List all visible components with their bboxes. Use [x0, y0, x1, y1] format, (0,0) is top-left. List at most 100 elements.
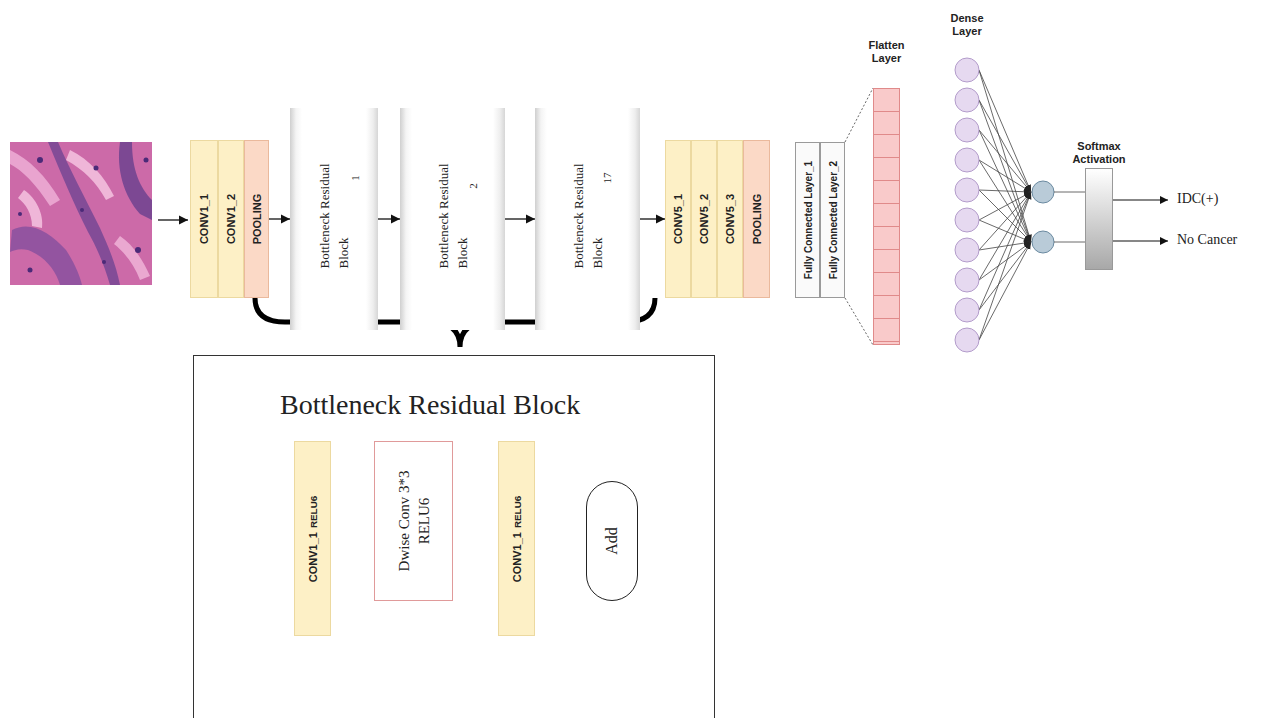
dense-link	[979, 192, 1031, 220]
tissue-patch	[10, 150, 60, 206]
neuron	[955, 238, 979, 262]
flow-arrow	[378, 219, 400, 220]
dense-links	[979, 70, 1031, 340]
nucleus	[94, 166, 99, 171]
output-neuron	[1032, 181, 1054, 203]
dotted-line	[845, 88, 873, 142]
layer-name: CONV1_1	[511, 532, 523, 582]
dense-link	[979, 160, 1031, 192]
layer-name: POOLING	[751, 194, 763, 245]
dense-link	[979, 242, 1031, 250]
block-number: 2	[467, 183, 479, 189]
flatten-layer: Flatten Layer	[873, 88, 900, 345]
histology-image	[10, 142, 152, 285]
block-name: Bottleneck Residual Block	[315, 143, 353, 268]
dense-link	[979, 70, 1031, 242]
dense-link	[979, 242, 1031, 340]
neuron	[955, 178, 979, 202]
layer-name: CONV1_1	[307, 532, 319, 582]
dense-link	[979, 130, 1031, 192]
dense-link	[979, 190, 1031, 192]
neuron	[955, 298, 979, 322]
input-arrow	[158, 219, 188, 220]
block-number: 1	[349, 175, 361, 181]
output-neurons	[1032, 181, 1054, 253]
dense-link	[979, 220, 1031, 242]
dense-link	[979, 192, 1031, 250]
dense-link	[979, 190, 1031, 242]
class-label: IDC(+)	[1177, 191, 1218, 207]
panel-title: Bottleneck Residual Block	[280, 389, 580, 421]
layer-name: CONV5_1	[672, 194, 684, 244]
arrow-line	[378, 218, 400, 219]
nucleus	[37, 157, 43, 163]
block-name: Bottleneck Residual Block	[434, 143, 472, 268]
arrow-line	[269, 218, 290, 219]
activation-name: RELU6	[308, 495, 319, 527]
tissue-streak	[119, 142, 152, 220]
output-neuron	[1032, 231, 1054, 253]
dense-link	[979, 70, 1031, 192]
nucleus	[135, 247, 141, 253]
add-node: Add	[586, 481, 638, 601]
nucleus	[144, 158, 149, 163]
nucleus	[28, 268, 33, 273]
layer-heading: Softmax Activation	[1064, 140, 1134, 166]
operation-name: Add	[603, 527, 621, 555]
tissue-patch	[114, 236, 150, 280]
dotted-projection	[845, 88, 873, 345]
rotated-label: CONV1_1RELU6	[511, 495, 523, 582]
dwise-box: Dwise Conv 3*3 RELU6	[374, 441, 453, 601]
flow-arrow	[505, 219, 535, 220]
dotted-line	[845, 298, 873, 345]
layer-name: CONV5_2	[698, 194, 710, 244]
block-number: 17	[601, 173, 613, 184]
layer-name: Fully Connected Layer_2	[827, 161, 838, 279]
neuron	[955, 118, 979, 142]
layer-name: CONV1_2	[225, 194, 237, 244]
tissue-streak	[10, 226, 82, 285]
residual-block: Bottleneck Residual Block2	[400, 108, 505, 330]
output-arrow	[1113, 199, 1168, 200]
rotated-label: CONV1_1 RELU6	[307, 495, 319, 582]
layer-name: CONV5_3	[724, 194, 736, 244]
conv-layer: CONV1_1RELU6	[498, 441, 535, 636]
block-name: Bottleneck Residual Block	[569, 143, 607, 268]
conv-layer: CONV1_1 RELU6	[294, 441, 331, 636]
operation-name: Dwise Conv 3*3 RELU6	[394, 459, 434, 584]
layer-name: Fully Connected Layer_1	[802, 161, 813, 279]
neuron	[955, 328, 979, 352]
conv-layer: CONV5_3	[717, 140, 743, 298]
dense-link	[979, 242, 1031, 310]
pooling-layer: POOLING	[743, 140, 770, 298]
softmax-box: Softmax Activation	[1085, 168, 1113, 270]
conv-layer: CONV5_1	[665, 140, 691, 298]
neuron	[955, 58, 979, 82]
layer-name: CONV1_1	[198, 194, 210, 244]
dense-link	[979, 242, 1031, 280]
pooling-layer: POOLING	[244, 140, 269, 298]
dense-neurons	[955, 58, 979, 352]
conv-layer: CONV1_1	[190, 140, 218, 298]
conv-layer: CONV1_2	[218, 140, 244, 298]
detail-panel: Bottleneck Residual BlockCONV1_1 RELU6 Dwi…	[193, 355, 715, 718]
arrow-line	[640, 218, 665, 219]
softmax-link	[1054, 192, 1085, 193]
residual-block: Bottleneck Residual Block1	[290, 108, 378, 330]
neuron	[955, 148, 979, 172]
dense-link	[979, 130, 1031, 242]
conv-layer: CONV5_2	[691, 140, 717, 298]
residual-block: Bottleneck Residual Block17	[535, 108, 640, 330]
fc-layer: Fully Connected Layer_1	[795, 142, 820, 298]
neuron	[955, 208, 979, 232]
tissue-ground	[10, 142, 152, 285]
flow-arrow	[269, 219, 290, 220]
dense-link	[979, 192, 1031, 340]
nucleus	[102, 260, 106, 264]
layer-heading: Flatten Layer	[862, 39, 912, 65]
neuron	[955, 268, 979, 292]
nucleus	[80, 208, 84, 212]
softmax-link	[1054, 242, 1085, 243]
neuron	[955, 88, 979, 112]
